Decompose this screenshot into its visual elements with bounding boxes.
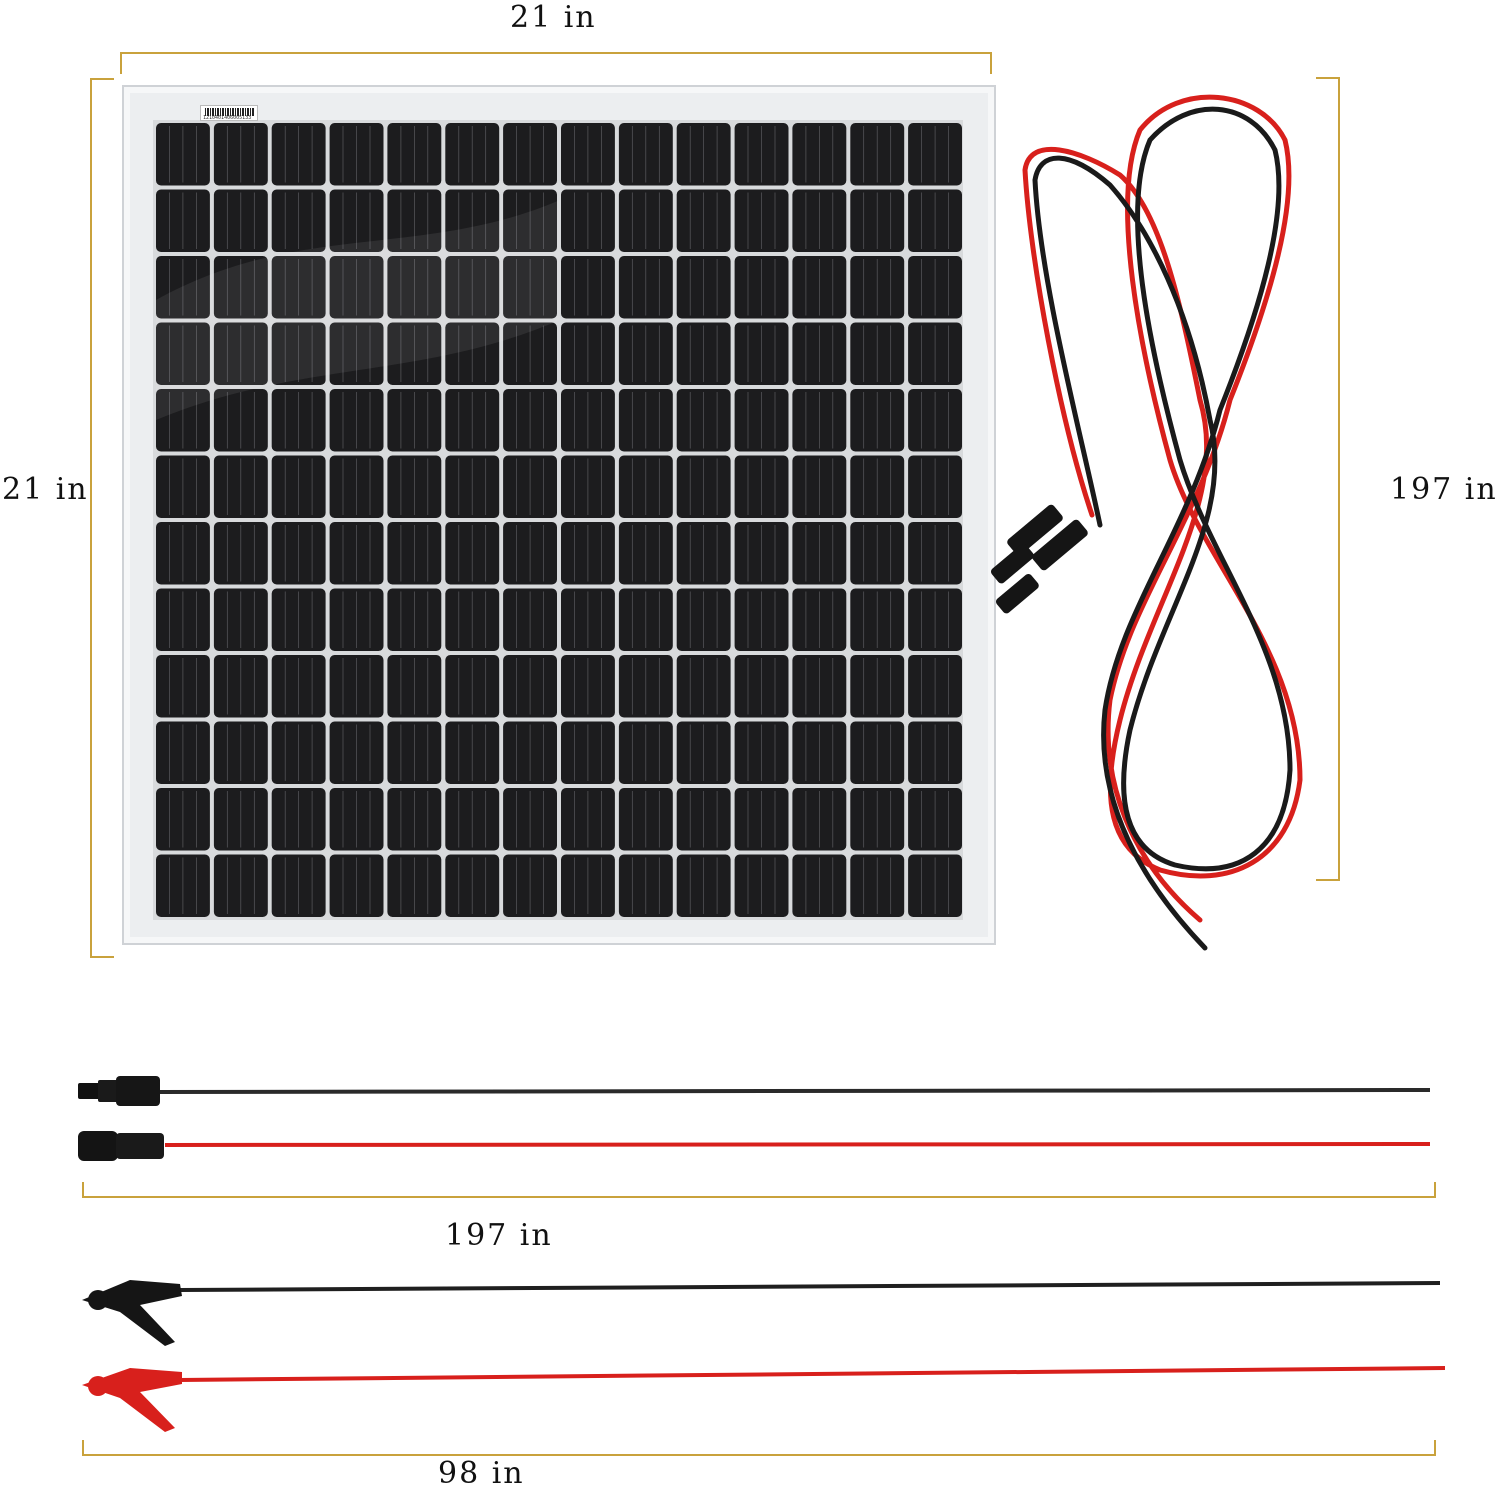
alligator-clip-icon	[82, 1280, 182, 1346]
solar-panel-glass	[153, 120, 963, 920]
extension-cable-length-label: 197 in	[445, 1218, 553, 1253]
clip-cable-length-label: 98 in	[438, 1456, 525, 1491]
serial-label: 1210401406005133	[200, 105, 258, 121]
clip-black-wire	[179, 1281, 1441, 1292]
clip-cable-bracket	[82, 1440, 1436, 1456]
barcode-icon	[205, 108, 255, 116]
serial-number: 1210401406005133	[203, 115, 252, 121]
panel-glare	[156, 200, 560, 420]
extension-cable-bracket	[82, 1182, 1436, 1198]
extension-red-wire	[164, 1142, 1431, 1147]
panel-height-bracket	[90, 78, 114, 958]
extension-black-wire	[159, 1088, 1431, 1094]
panel-height-label: 21 in	[2, 472, 89, 507]
coil-black-wire	[1032, 106, 1293, 951]
panel-width-label: 21 in	[510, 0, 597, 35]
coil-red-wire	[1022, 94, 1303, 923]
clip-red-wire	[179, 1366, 1446, 1382]
cable-coil-bracket	[1316, 77, 1340, 881]
mc4-connector-icon	[78, 1131, 164, 1161]
coil-connector-1	[990, 504, 1063, 584]
alligator-clip-icon	[82, 1368, 182, 1432]
cable-coil-length-label: 197 in	[1390, 472, 1498, 507]
coil-connector-2	[995, 519, 1088, 614]
mc4-connector-icon	[78, 1076, 160, 1106]
panel-width-bracket	[120, 52, 992, 74]
